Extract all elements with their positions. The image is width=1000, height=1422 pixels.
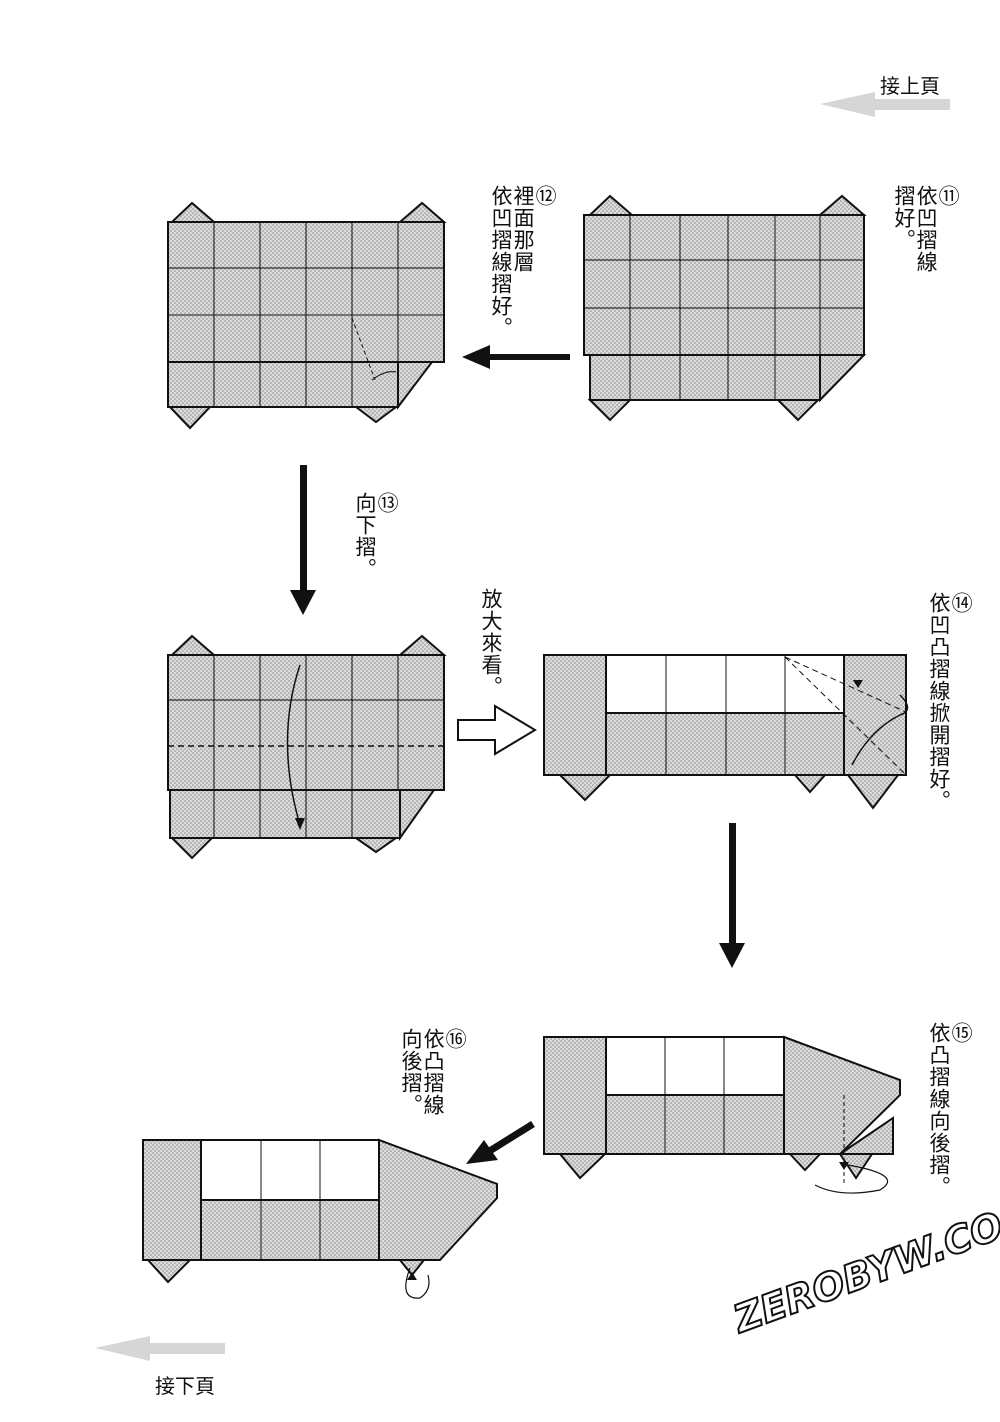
- zoom-arrow: [457, 704, 537, 756]
- step-15-number: ⑮: [949, 1022, 974, 1044]
- prev-page-arrow[interactable]: [820, 92, 950, 117]
- next-page-arrow[interactable]: [95, 1336, 225, 1361]
- arrow-step15-to-step16: [466, 1121, 535, 1164]
- prev-page-label[interactable]: 接上頁: [880, 74, 940, 98]
- step-12-line-2: 依凹摺線摺好。: [489, 185, 514, 339]
- step-14-number: ⑭: [949, 592, 974, 614]
- step-13-model: [167, 634, 447, 860]
- step-13-number: ⑬: [375, 492, 400, 514]
- step-14-model: [543, 654, 909, 810]
- step-11-line-1: 依凹摺線: [914, 185, 939, 273]
- step-12-model: [167, 201, 447, 430]
- arrow-step14-to-step15: [719, 823, 745, 968]
- step-13-line-1: 向下摺。: [353, 492, 378, 580]
- step-16-line-1: 依凸摺線: [421, 1028, 446, 1116]
- arrow-step12-to-step13: [290, 465, 316, 615]
- step-11-model: [583, 194, 867, 422]
- step-12-line-1: 裡面那層: [511, 185, 536, 273]
- step-15-line-1: 依凸摺線向後摺。: [927, 1022, 952, 1198]
- step-12-number: ⑫: [533, 185, 558, 207]
- arrow-step11-to-step12: [462, 345, 570, 369]
- step-16-model: [142, 1138, 498, 1299]
- step-16-line-2: 向後摺。: [399, 1028, 424, 1116]
- step-11-number: ⑪: [936, 185, 961, 207]
- step-11-line-2: 摺好。: [892, 185, 917, 251]
- next-page-label[interactable]: 接下頁: [155, 1374, 215, 1398]
- step-16-number: ⑯: [443, 1028, 468, 1050]
- step-15-model: [543, 1035, 901, 1194]
- zoom-caption: 放大來看。: [479, 588, 504, 698]
- step-14-line-1: 依凹凸摺線掀開摺好。: [927, 592, 952, 812]
